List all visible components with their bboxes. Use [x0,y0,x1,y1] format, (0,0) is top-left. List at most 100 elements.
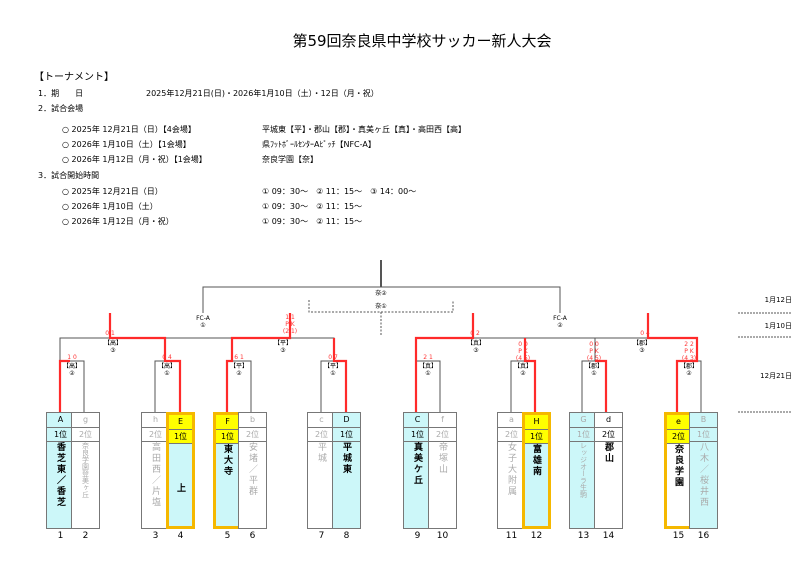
semi-slot: ② [557,322,563,329]
r1-venue: 【真】 [418,363,437,370]
r1-pk: P K [684,348,694,355]
qf-venue: 【真】 [466,340,485,347]
r1-venue: 【郡】 [679,363,698,370]
venue-place: 県ﾌｯﾄﾎﾞｰﾙｾﾝﾀｰAﾋﾟｯﾁ【NFC-A】 [262,140,376,149]
time-slots: ① 09：30～ ② 11：15～ [262,202,363,211]
r1-slot: ① [591,370,597,377]
team-rank: 2位 [239,428,266,442]
r1-pk: P K [518,348,528,355]
qf-slot: ③ [280,347,286,354]
r1-slot: ② [69,370,75,377]
team-code: g [72,413,99,428]
team-number: 10 [436,531,449,541]
team-rank: 1位 [404,428,431,442]
third-place-venue: 奈① [375,303,387,310]
r1-score: 2 1 [423,354,433,361]
period-label: 1．期 日 [38,89,84,98]
r1-slot: ① [330,370,336,377]
time-slots: ① 09：30～ ② 11：15～ [262,217,363,226]
team-name: 八木／桜井西 [698,442,708,508]
r1-slot: ① [425,370,431,377]
team-number: 16 [697,531,710,541]
venue-place: 平城東【平】・郡山【郡】・真美ヶ丘【真】・高田西【高】 [262,125,466,134]
r1-score: 1 0 [67,354,77,361]
team-number: 3 [152,531,159,541]
team-name: 安堵／平群 [247,442,257,497]
final-bracket [202,286,561,313]
team-code: c [308,413,335,428]
team-rank: 2位 [142,428,169,442]
team-number: 4 [177,531,184,541]
qf-venue: 【高】 [103,340,122,347]
r1-score: 0 0 [589,341,599,348]
team-number: 6 [249,531,256,541]
r1-slot: ② [236,370,242,377]
team-name: 東大寺 [222,444,232,477]
venue-date: ○ 2026年 1月12日（月・祝）【1会場】 [62,155,207,164]
qf-slot: ③ [639,347,645,354]
venue-date: ○ 2026年 1月10日（土）【1会場】 [62,140,191,149]
team-number: 15 [672,531,685,541]
team-code: a [498,413,525,428]
round-date-final: 1月12日 [764,296,792,304]
page-title: 第59回奈良県中学校サッカー新人大会 [292,32,552,50]
r1-pk-score: (4 5) [515,355,531,362]
team-rank: 2位 [498,428,525,442]
team-name: 上 [175,482,185,494]
time-slots: ① 09：30～ ② 11：15～ ③ 14：00～ [262,187,417,196]
r1-score: 0 0 [518,341,528,348]
qf-slot: ③ [110,347,116,354]
team-rank: 1位 [216,430,239,444]
r1-slot: ① [164,370,170,377]
team-name: レッジオーラ生駒 [579,442,588,498]
team-code: D [333,413,360,428]
time-date: ○ 2026年 1月10日（土） [62,202,158,211]
r1-slot: ② [686,370,692,377]
team-name: 郡山 [603,442,613,464]
venue-label: 2．試合会場 [38,104,84,113]
team-name: 帝塚山 [437,442,447,475]
semi-slot: ① [200,322,206,329]
team-code: d [595,413,622,428]
team-code: B [690,413,717,428]
r1-score: 6 1 [234,354,244,361]
team-name: 平城東 [341,442,351,475]
team-code: A [47,413,74,428]
team-rank: 1位 [525,430,548,444]
round-date-early: 12月21日 [760,372,792,380]
team-name: 平城 [316,442,326,464]
section-heading: 【トーナメント】 [34,72,114,83]
r1-venue: 【平】 [229,363,248,370]
semi-left-score: 0 1 [105,330,115,337]
team-code: C [404,413,431,428]
r1-venue: 【高】 [62,363,81,370]
team-name: 香芝東／香芝 [55,442,65,508]
semi-score: 1 1 [285,314,295,321]
team-rank: 2位 [595,428,622,442]
team-code: e [667,415,690,430]
time-date: ○ 2026年 1月12日（月・祝） [62,217,174,226]
team-number: 11 [505,531,518,541]
r1-pk-score: (4 3) [681,355,697,362]
team-number: 1 [57,531,64,541]
round-date-semi: 1月10日 [764,322,792,330]
r1-venue: 【真】 [513,363,532,370]
team-code: f [429,413,456,428]
team-name: 奈良学園登美ヶ丘 [81,442,90,498]
team-rank: 1位 [47,428,74,442]
team-number: 2 [82,531,89,541]
team-code: h [142,413,169,428]
r1-venue: 【郡】 [584,363,603,370]
